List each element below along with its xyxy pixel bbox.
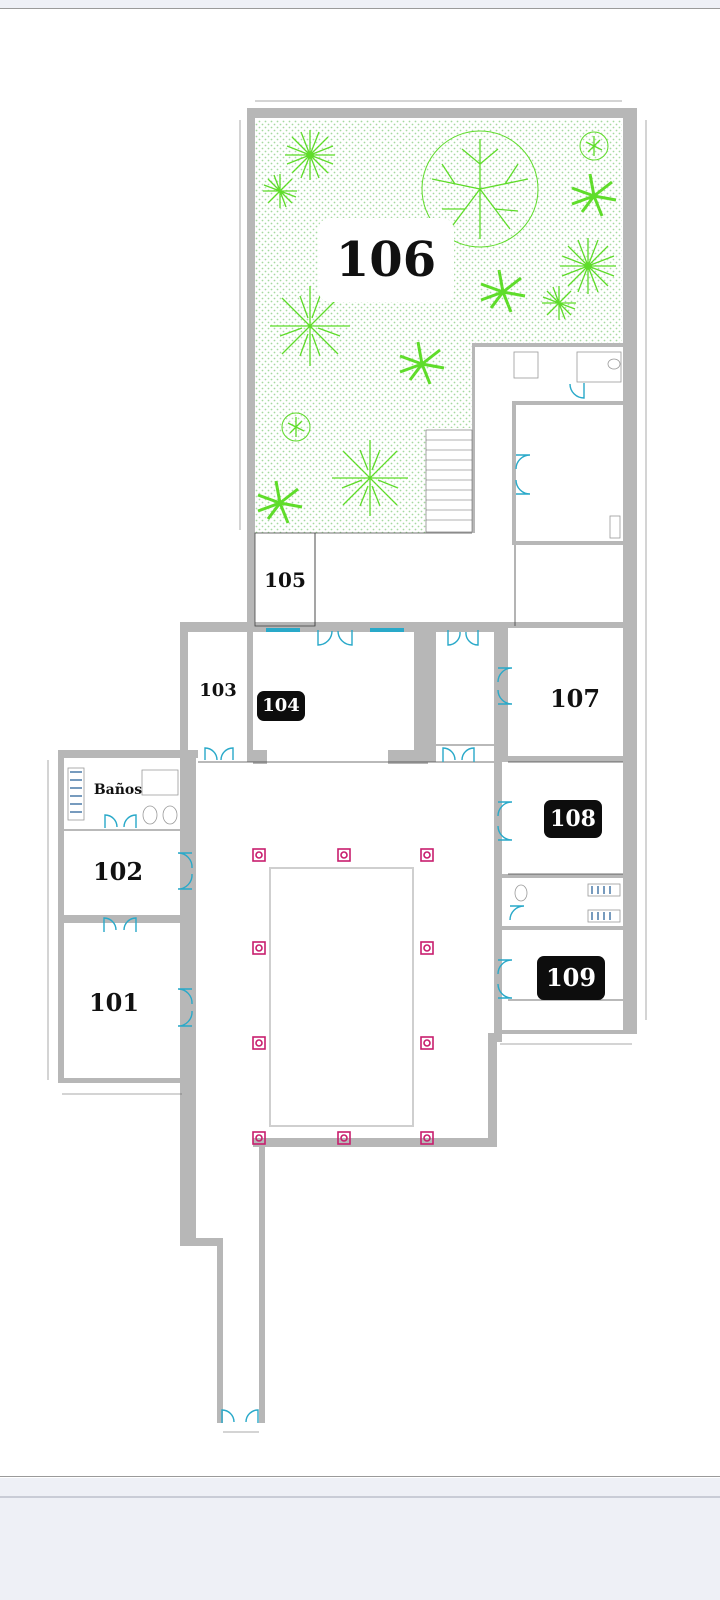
room-106-label: 106 — [318, 218, 454, 302]
tree-icon — [560, 238, 616, 294]
door-swing-icon — [317, 630, 353, 646]
door-swing-icon — [221, 1409, 259, 1423]
column-icon — [252, 941, 266, 955]
column-icon — [420, 941, 434, 955]
banos-label: Baños — [93, 782, 143, 798]
tree-icon — [270, 286, 350, 366]
palm-icon — [571, 173, 617, 217]
column-icon — [252, 1036, 266, 1050]
doors — [103, 383, 585, 1423]
tree-icon — [542, 286, 576, 320]
door-swing-icon — [515, 454, 531, 495]
column-icon — [420, 1131, 434, 1145]
door-swing-icon — [497, 801, 513, 841]
tree-icon — [281, 412, 311, 442]
column-icon — [420, 1036, 434, 1050]
walls — [58, 108, 637, 1423]
column-icon — [337, 1131, 351, 1145]
door-swing-icon — [497, 959, 513, 999]
column-icon — [252, 1131, 266, 1145]
sheet-bottom-shadow — [0, 1496, 720, 1498]
tree-icon — [579, 131, 609, 161]
column-icon — [420, 848, 434, 862]
door-swing-icon — [509, 905, 525, 921]
door-swing-icon — [177, 852, 193, 890]
stair-icon — [425, 429, 473, 533]
room-103-label: 103 — [199, 680, 237, 701]
door-swing-icon — [177, 988, 193, 1027]
toilet-icon — [67, 351, 622, 923]
tree-icon — [285, 130, 335, 180]
door-swing-icon — [497, 667, 513, 705]
door-swing-icon — [442, 747, 475, 762]
trees — [257, 130, 617, 524]
thin-lines — [64, 532, 623, 1001]
door-swing-icon — [569, 383, 585, 399]
room-105-label: 105 — [264, 568, 306, 592]
tree-icon — [421, 130, 539, 248]
palm-icon — [480, 269, 526, 313]
door-swing-icon — [204, 747, 234, 761]
room-104-label: 104 — [257, 691, 305, 721]
palm-icon — [257, 480, 303, 524]
room-109-label: 109 — [537, 956, 605, 1000]
room-101-label: 101 — [88, 988, 140, 1017]
tree-icon — [332, 440, 408, 516]
room-102-label: 102 — [92, 857, 144, 886]
column-icon — [337, 848, 351, 862]
courtyard — [269, 867, 414, 1127]
palm-icon — [399, 341, 445, 385]
column-icon — [252, 848, 266, 862]
sheet-top-edge — [0, 8, 720, 9]
dimension-lines — [47, 100, 647, 1433]
columns — [252, 848, 434, 1145]
door-swing-icon — [104, 814, 137, 828]
sheet-bottom-edge — [0, 1476, 720, 1477]
tree-icon — [263, 174, 297, 208]
room-108-label: 108 — [544, 800, 602, 838]
room-107-label: 107 — [549, 684, 601, 713]
door-swing-icon — [103, 917, 137, 932]
door-swing-icon — [447, 630, 479, 646]
